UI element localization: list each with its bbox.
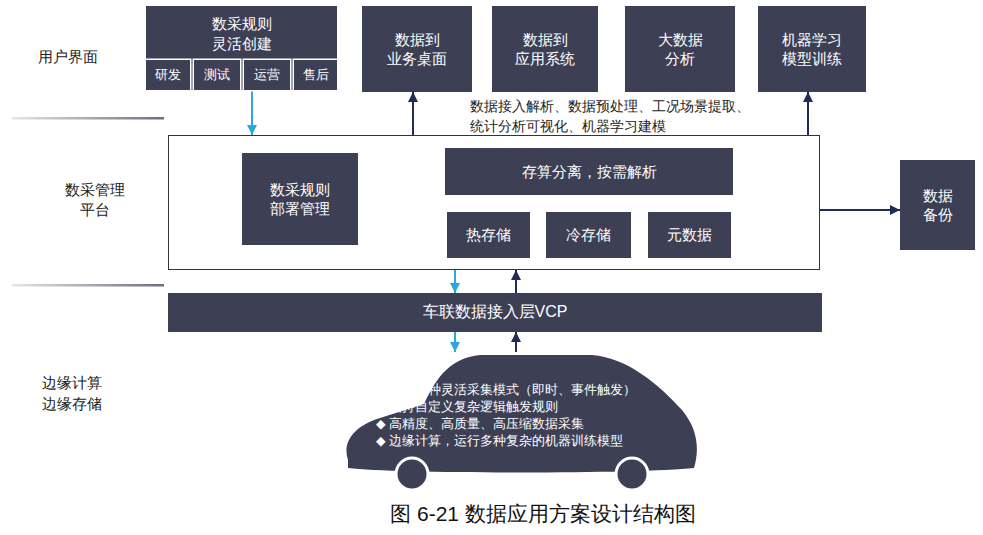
car-wheel bbox=[616, 458, 648, 490]
process-box: 数采规则 部署管理 bbox=[242, 153, 358, 245]
flow-arrow bbox=[412, 92, 414, 135]
node-text: 大数据 分析 bbox=[658, 30, 703, 69]
flow-arrow bbox=[807, 92, 809, 135]
node-text: 数据到 业务桌面 bbox=[387, 30, 447, 69]
separator-line bbox=[12, 284, 164, 287]
flow-arrow bbox=[454, 270, 456, 293]
node-text: 运营 bbox=[254, 67, 280, 84]
node-text: ◆ 支持各种灵活采集模式（即时、事件触发） bbox=[376, 382, 700, 399]
node-text: ◆ 边缘计算，运行多种复杂的机器训练模型 bbox=[376, 433, 700, 450]
node-text: 数采规则 灵活创建 bbox=[212, 14, 272, 53]
node-text: 冷存储 bbox=[566, 225, 611, 245]
backup-box: 数据 备份 bbox=[900, 160, 975, 250]
vehicle-shape: ◆ 支持各种灵活采集模式（即时、事件触发）◆ 支持自定义复杂逻辑触发规则◆ 高精… bbox=[340, 352, 700, 492]
node-text: 测试 bbox=[204, 67, 230, 84]
node-text: 数据到 应用系统 bbox=[515, 30, 575, 69]
storage-box: 冷存储 bbox=[546, 212, 631, 258]
role-box: 测试 bbox=[194, 60, 240, 90]
figure-caption: 图 6-21 数据应用方案设计结构图 bbox=[0, 500, 983, 528]
node-text: 数采规则 部署管理 bbox=[270, 180, 330, 219]
node-text: 售后 bbox=[303, 67, 329, 84]
rule-create-box: 数采规则 灵活创建研发 测试 运营 售后 bbox=[146, 6, 337, 90]
output-box: 大数据 分析 bbox=[625, 6, 735, 92]
node-text: 研发 bbox=[155, 67, 181, 84]
storage-box: 元数据 bbox=[648, 212, 731, 258]
process-box: 存算分离，按需解析 bbox=[445, 148, 733, 195]
flow-arrow bbox=[515, 270, 517, 293]
flow-arrow bbox=[515, 332, 517, 352]
output-box: 数据到 应用系统 bbox=[492, 6, 598, 92]
layer-label: 用户界面 bbox=[38, 46, 98, 67]
role-box: 售后 bbox=[294, 60, 337, 90]
flow-arrow bbox=[251, 90, 253, 135]
node-text: 车联数据接入层VCP bbox=[423, 302, 568, 323]
node-text: 机器学习 模型训练 bbox=[782, 30, 842, 69]
node-text: ◆ 支持自定义复杂逻辑触发规则 bbox=[376, 399, 700, 416]
node-text: 元数据 bbox=[667, 225, 712, 245]
platform-frame: 数采管理 平台数采规则 部署管理存算分离，按需解析热存储冷存储元数据 bbox=[168, 135, 820, 270]
node-text: 数据 备份 bbox=[923, 186, 953, 225]
annotation-text: 数据接入解析、数据预处理、工况场景提取、 统计分析可视化、机器学习建模 bbox=[470, 97, 770, 136]
node-text: 数采管理 平台 bbox=[45, 180, 145, 221]
layer-label: 边缘计算 边缘存储 bbox=[42, 372, 102, 414]
flow-arrow bbox=[454, 332, 456, 352]
separator-line bbox=[12, 117, 164, 120]
output-box: 机器学习 模型训练 bbox=[758, 6, 866, 92]
role-box: 运营 bbox=[244, 60, 290, 90]
role-box: 研发 bbox=[146, 60, 190, 90]
output-box: 数据到 业务桌面 bbox=[362, 6, 472, 92]
storage-box: 热存储 bbox=[447, 212, 530, 258]
node-text: 热存储 bbox=[466, 225, 511, 245]
node-text: ◆ 高精度、高质量、高压缩数据采集 bbox=[376, 416, 700, 433]
car-wheel bbox=[396, 458, 428, 490]
text-span: 数采管理 平台 bbox=[65, 180, 125, 221]
node-text: 存算分离，按需解析 bbox=[522, 162, 657, 182]
flow-arrow bbox=[820, 209, 900, 211]
access-layer-bar: 车联数据接入层VCP bbox=[168, 293, 822, 332]
